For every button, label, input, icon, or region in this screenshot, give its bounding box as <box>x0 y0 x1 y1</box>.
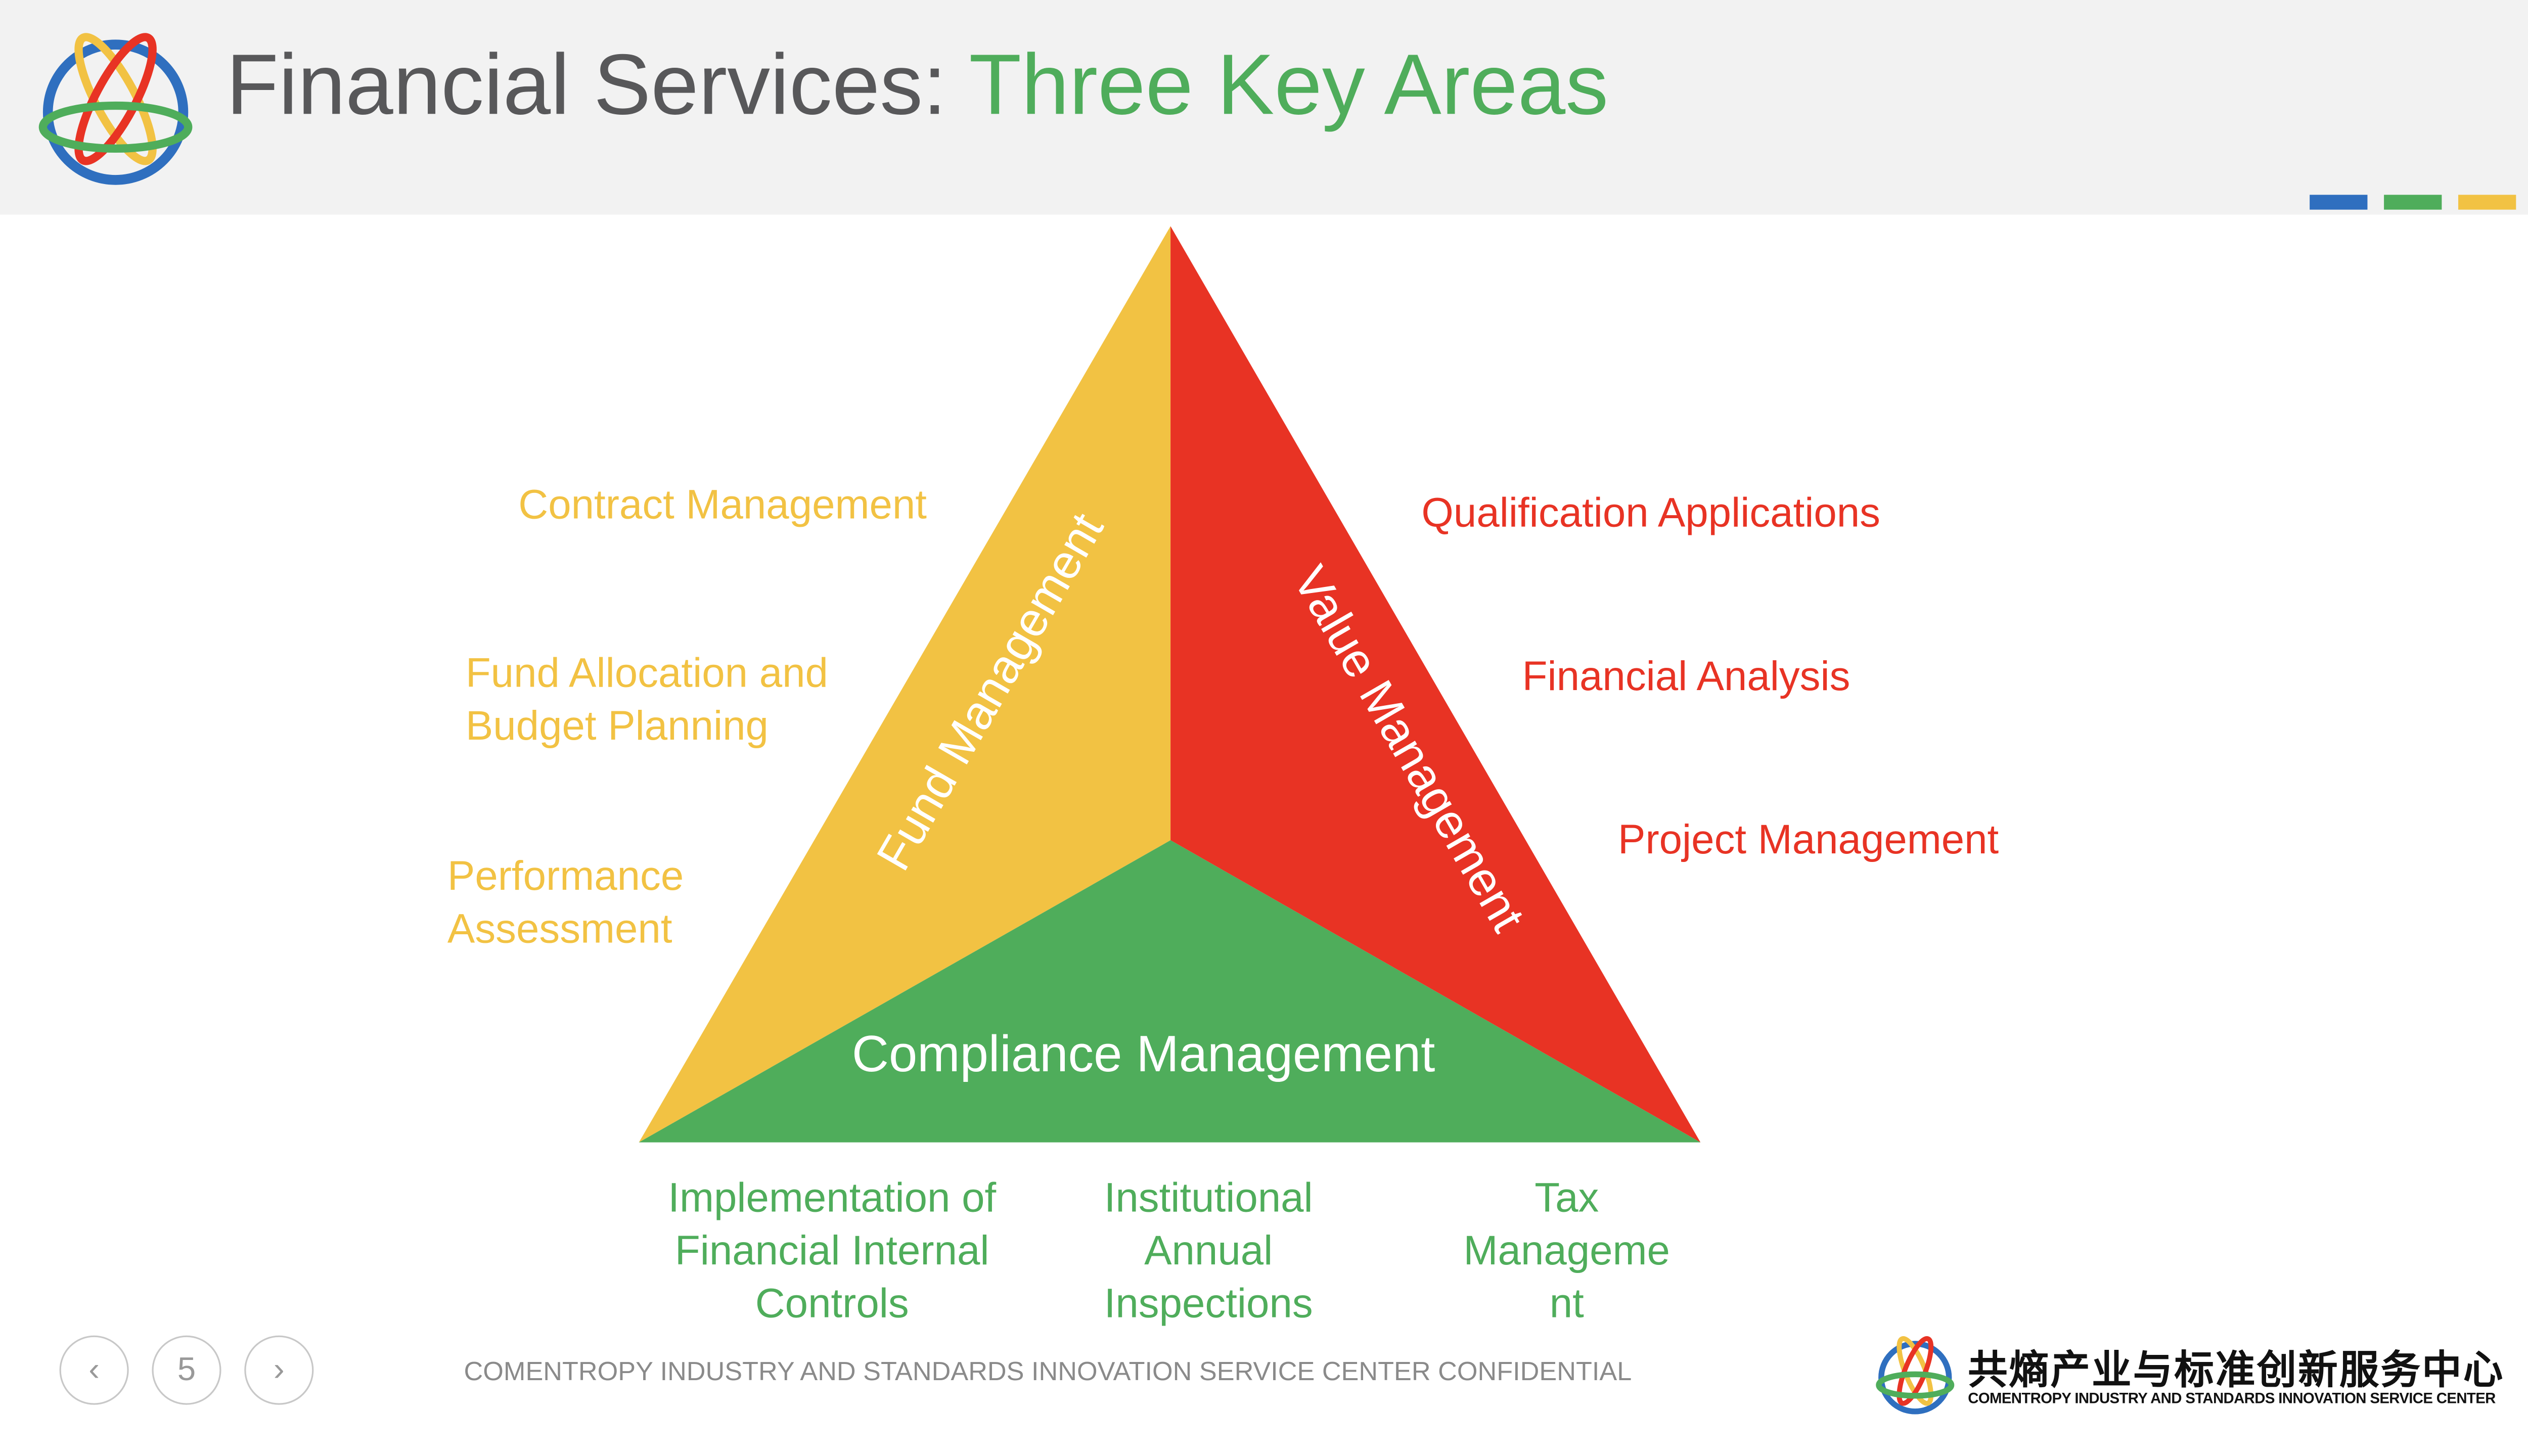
compliance-item: Tax Manageme nt <box>1435 1172 1699 1330</box>
footer-logo-cn: 共熵产业与标准创新服务中心 <box>1968 1348 2505 1393</box>
accent-bar-blue <box>2310 195 2368 210</box>
value-item: Qualification Applications <box>1421 490 1881 537</box>
compliance-item-line: Annual <box>1144 1228 1273 1275</box>
footer-logo-en: COMENTROPY INDUSTRY AND STANDARDS INNOVA… <box>1968 1390 2496 1407</box>
footer-logo-icon <box>1876 1336 1955 1415</box>
value-item: Financial Analysis <box>1522 654 1850 700</box>
title-highlight: Three Key Areas <box>969 38 1609 134</box>
compliance-item-line: Tax <box>1534 1175 1599 1222</box>
fund-item: Fund Allocation and <box>465 650 828 697</box>
fund-item: Budget Planning <box>465 703 769 750</box>
page-number: 5 <box>152 1335 221 1405</box>
page-title: Financial Services: Three Key Areas <box>226 36 1608 135</box>
confidential-notice: COMENTROPY INDUSTRY AND STANDARDS INNOVA… <box>464 1358 1632 1387</box>
header: Financial Services: Three Key Areas <box>0 0 2528 215</box>
page-number-text: 5 <box>177 1351 196 1388</box>
title-prefix: Financial Services: <box>226 38 969 134</box>
compliance-item-line: Implementation of <box>668 1175 997 1222</box>
compliance-item-line: Inspections <box>1104 1281 1313 1328</box>
compliance-management-label: Compliance Management <box>851 1025 1435 1083</box>
value-segment <box>1170 226 1701 1143</box>
compliance-item: Institutional Annual Inspections <box>1044 1172 1374 1330</box>
compliance-item-line: Controls <box>755 1281 909 1328</box>
compliance-item-line: nt <box>1549 1281 1584 1328</box>
prev-slide-button[interactable]: ‹ <box>59 1335 129 1405</box>
compliance-item: Implementation of Financial Internal Con… <box>634 1172 1030 1330</box>
fund-item: Performance <box>447 853 684 900</box>
chevron-left-icon: ‹ <box>88 1351 100 1388</box>
logo-icon <box>38 33 193 185</box>
accent-bar-yellow <box>2458 195 2516 210</box>
value-item: Project Management <box>1618 817 1999 863</box>
fund-item: Contract Management <box>518 482 927 528</box>
fund-item: Assessment <box>447 906 672 953</box>
compliance-item-line: Manageme <box>1463 1228 1670 1275</box>
compliance-item-line: Financial Internal <box>674 1228 989 1275</box>
chevron-right-icon: › <box>273 1351 285 1388</box>
next-slide-button[interactable]: › <box>244 1335 314 1405</box>
compliance-item-line: Institutional <box>1104 1175 1313 1222</box>
accent-bar-green <box>2384 195 2442 210</box>
compliance-segment <box>639 840 1701 1143</box>
